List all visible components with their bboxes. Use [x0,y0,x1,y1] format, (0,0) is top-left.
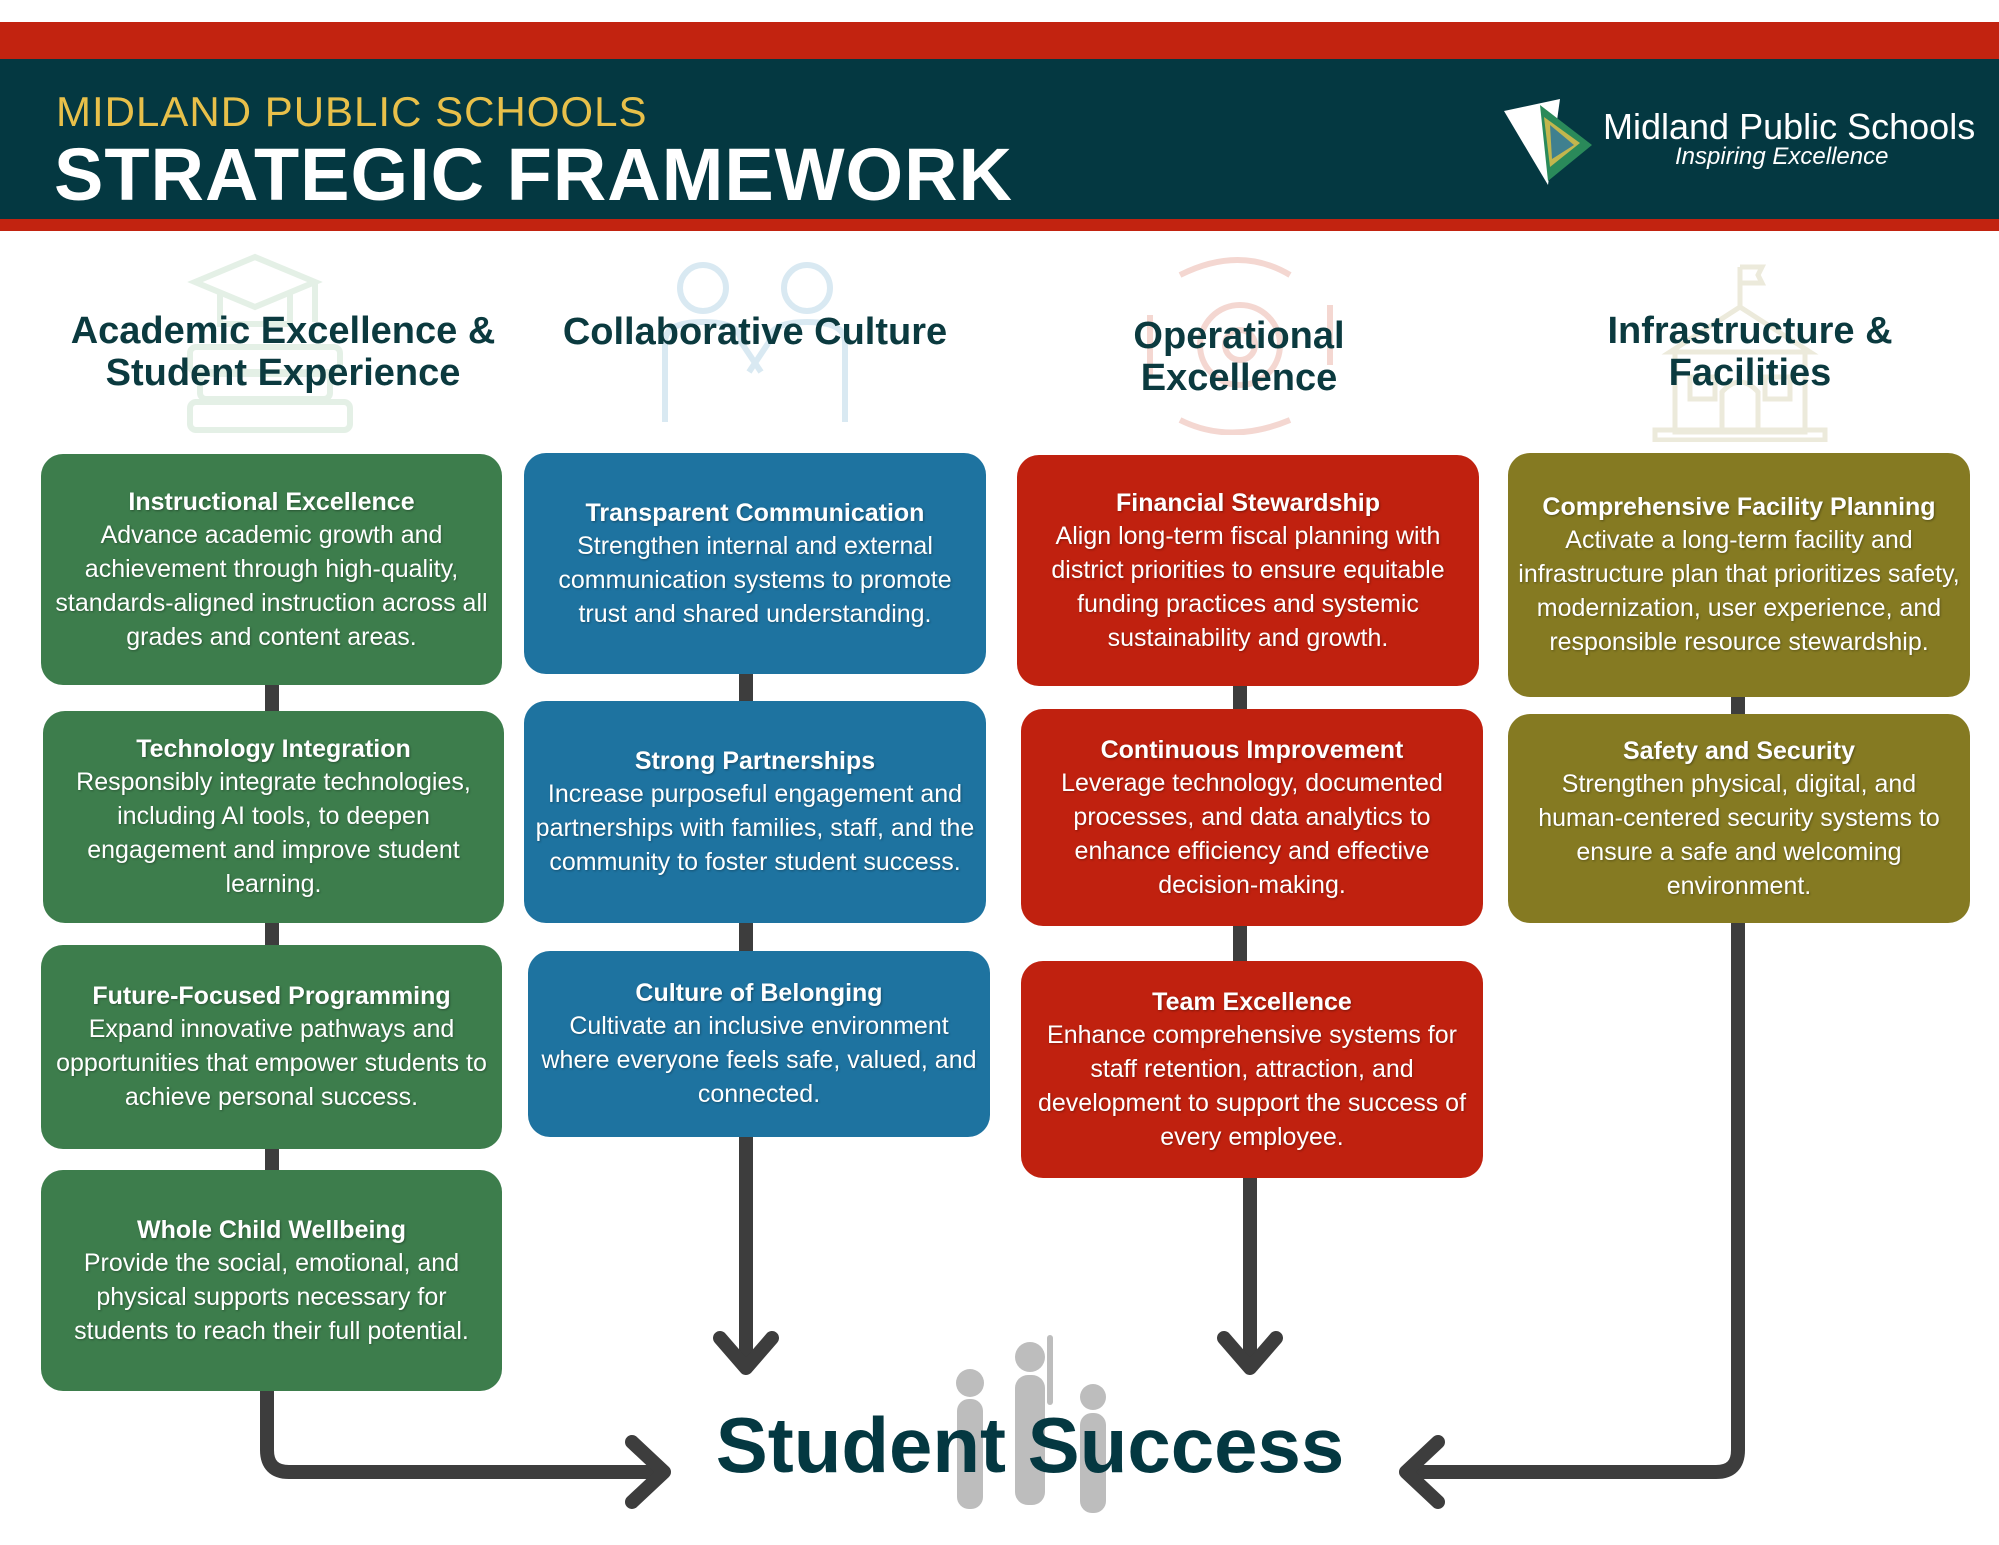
card-text: Increase purposeful engagement and partn… [535,780,975,876]
arrow-academic [260,1378,667,1479]
schoolhouse-icon [1652,264,1828,442]
card-title: Culture of Belonging [635,979,883,1007]
card-text: Cultivate an inclusive environment where… [541,1012,977,1108]
card-text: Activate a long-term facility and infras… [1518,526,1960,656]
card-text: Enhance comprehensive systems for staff … [1037,1020,1467,1151]
card-text: Advance academic growth and achievement … [55,520,488,651]
logo-tagline: Inspiring Excellence [1675,143,1889,170]
graduation-books-icon [187,253,353,433]
card-title: Technology Integration [136,735,411,763]
card-title: Comprehensive Facility Planning [1542,493,1936,521]
card-text: Provide the social, emotional, and physi… [74,1248,469,1345]
connector-line [1731,690,1745,720]
arrowhead-academic-icon [625,1435,671,1509]
card-text: Responsibly integrate technologies, incl… [76,768,471,898]
district-logo-icon [1504,99,1592,185]
card-title: Continuous Improvement [1100,735,1404,764]
arrowhead-collaborative-icon [713,1331,779,1375]
students-icon [956,1335,1106,1513]
column-heading-collaborative: Collaborative Culture [562,311,948,353]
card-title: Instructional Excellence [128,487,415,516]
card-text: Align long-term fiscal planning with dis… [1051,521,1445,652]
column-heading-infrastructure: Infrastructure & Facilities [1607,310,1893,394]
student-success-outcome: Student Success [715,1401,1345,1489]
page-title: STRATEGIC FRAMEWORK [54,133,1013,216]
column-heading-operational: Operational Excellence [1133,315,1345,399]
card-title: Safety and Security [1622,736,1856,765]
card-title: Whole Child Wellbeing [137,1215,406,1244]
card-text: Strengthen internal and external communi… [558,531,952,628]
logo-name: Midland Public Schools [1603,106,1976,147]
district-name: MIDLAND PUBLIC SCHOOLS [56,88,648,135]
arrow-infrastructure [1403,913,1745,1479]
card-title: Strong Partnerships [634,747,876,775]
gear-cycle-icon [1147,257,1333,435]
header-banner [0,59,1999,219]
top-red-band [0,22,1999,59]
bottom-red-band [0,219,1999,231]
card-text: Expand innovative pathways and opportuni… [56,1015,487,1111]
card-title: Team Excellence [1152,987,1352,1016]
arrowhead-operational-icon [1217,1331,1283,1375]
people-handshake-icon [662,262,848,422]
card-text: Leverage technology, documented processe… [1061,768,1443,899]
column-heading-academic: Academic Excellence & Student Experience [70,310,496,394]
card-title: Future-Focused Programming [92,982,451,1010]
card-text: Strengthen physical, digital, and human-… [1538,769,1940,900]
card-title: Financial Stewardship [1116,488,1380,517]
card-title: Transparent Communication [585,498,925,527]
arrowhead-infrastructure-icon [1399,1435,1445,1509]
